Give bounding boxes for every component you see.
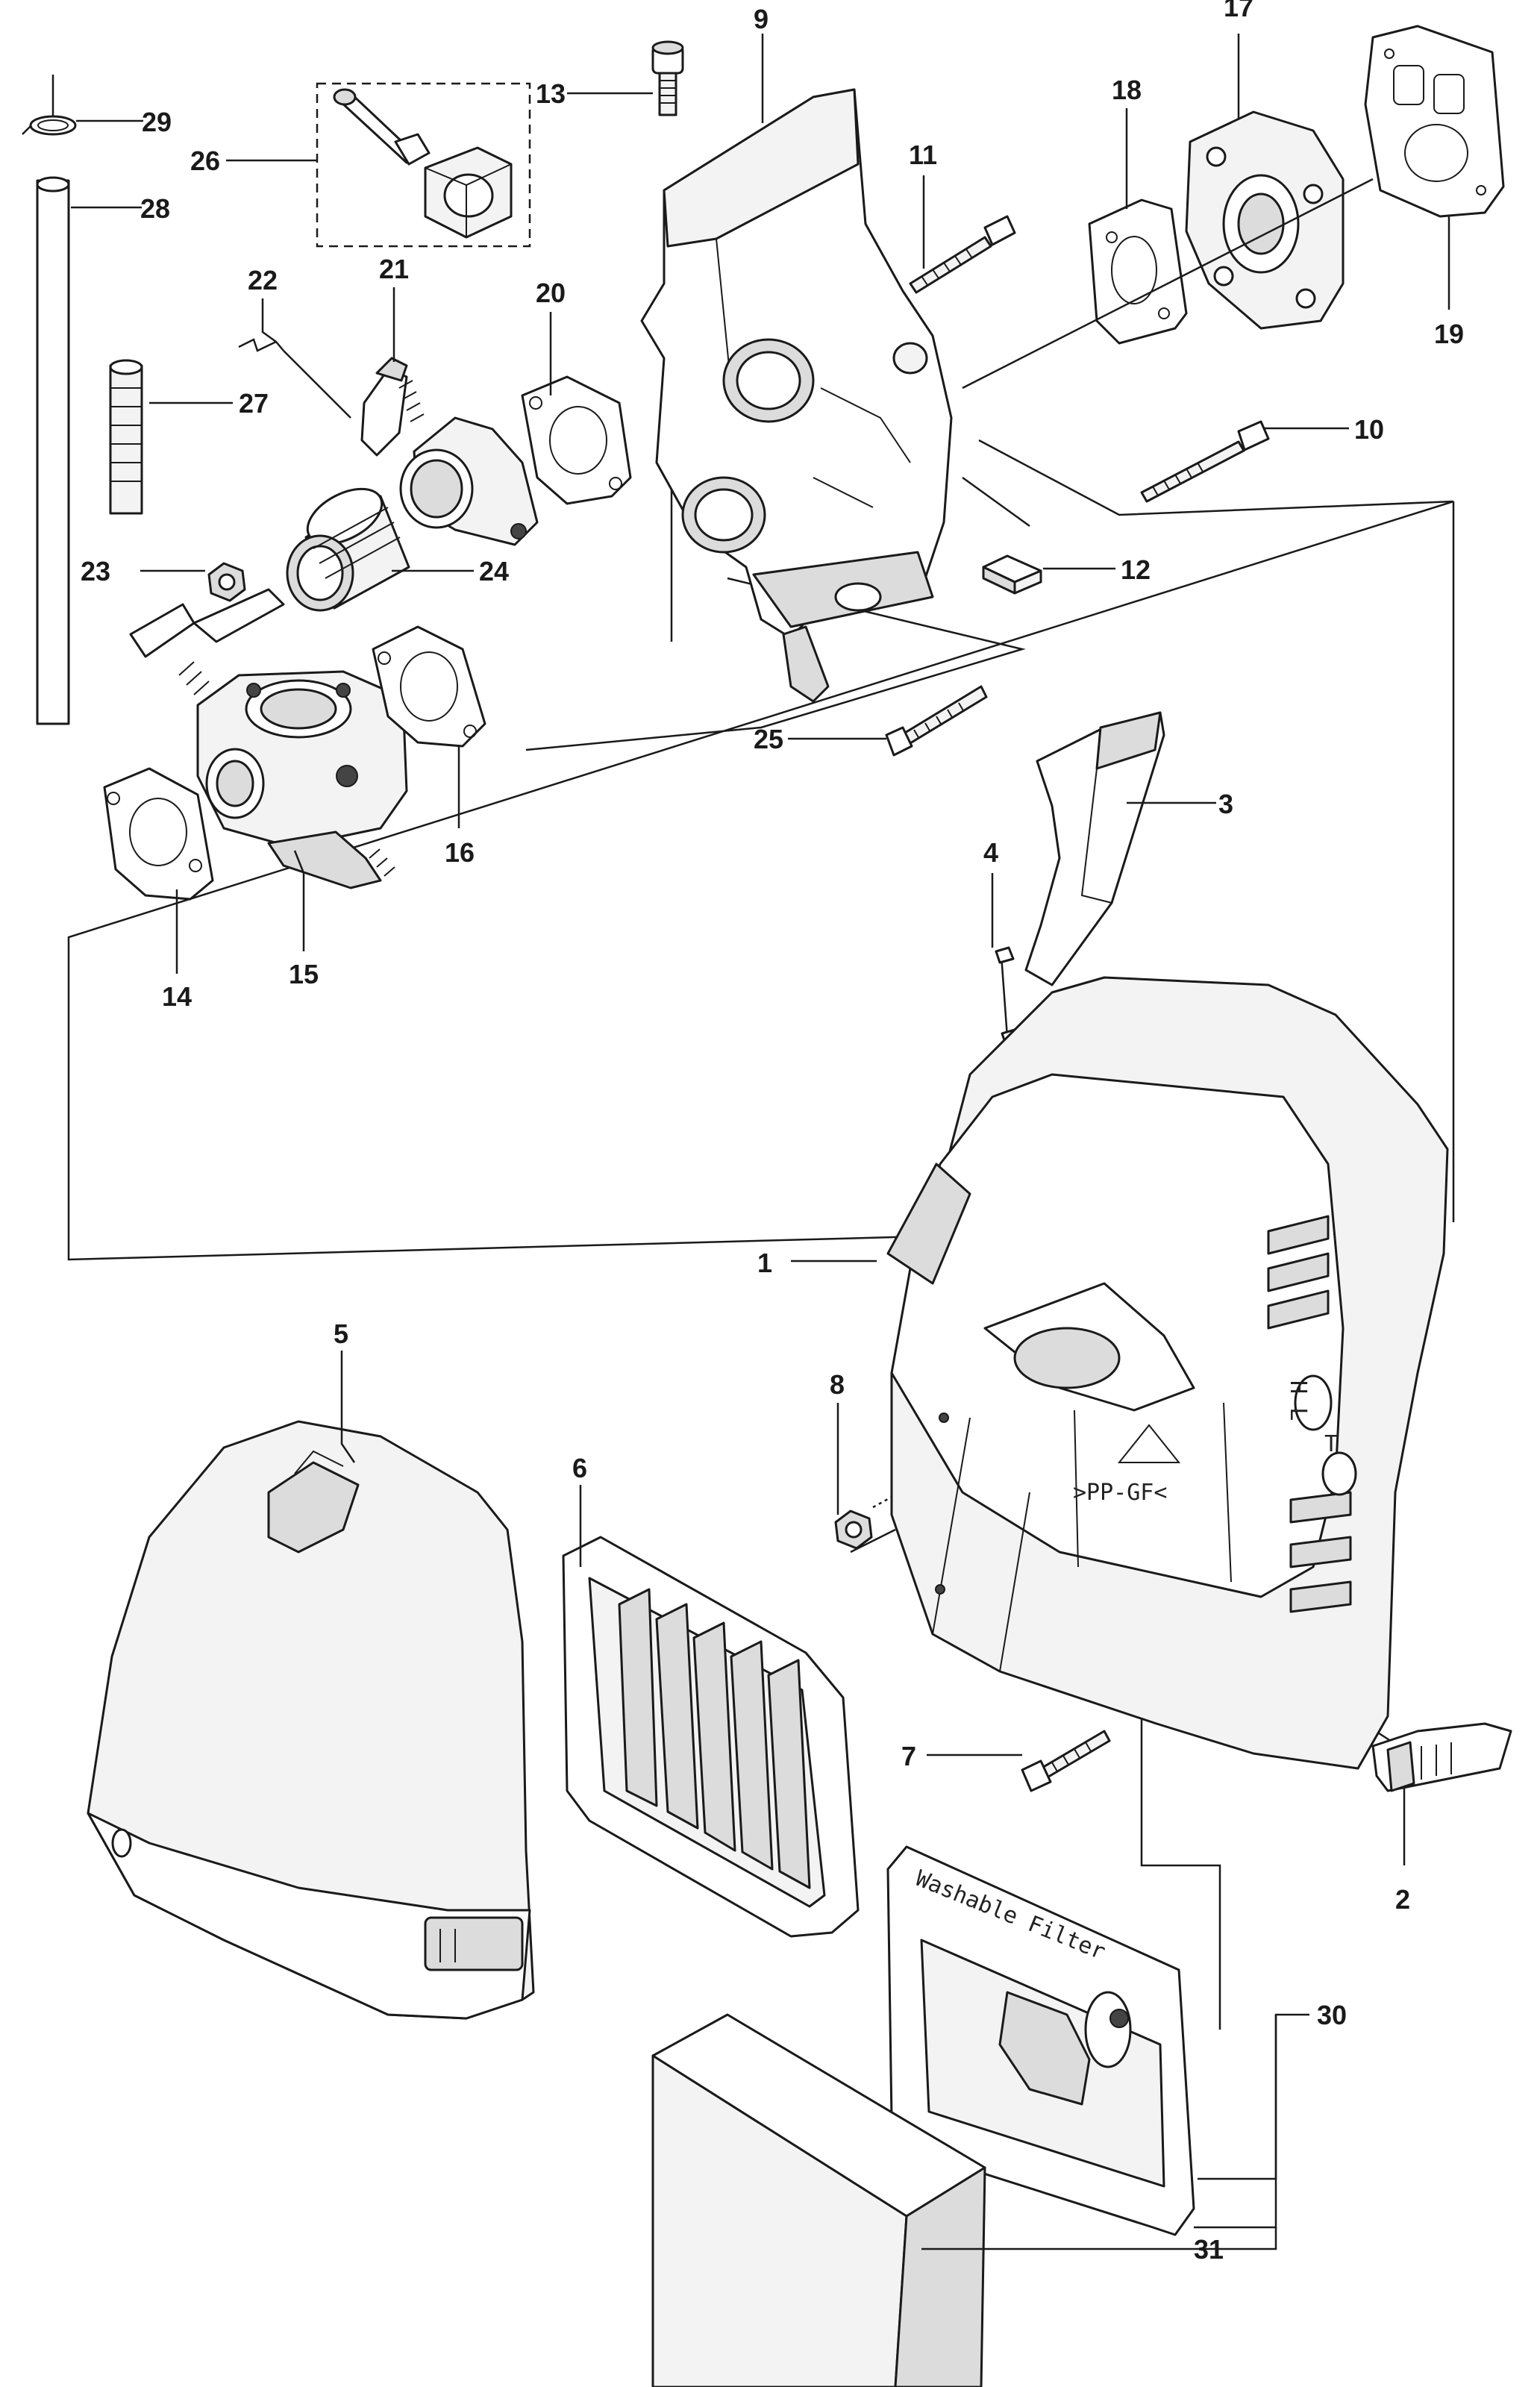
part-26-kit xyxy=(316,82,531,248)
part-5-filter-cover xyxy=(87,1420,535,2020)
part-18-gasket xyxy=(1088,198,1188,345)
callout-5: 5 xyxy=(334,1318,348,1349)
part-20-gasket xyxy=(521,375,632,505)
callout-14: 14 xyxy=(162,981,192,1012)
part-21-adapter xyxy=(360,357,539,546)
callout-27: 27 xyxy=(239,388,269,419)
choke-mark-text: H L xyxy=(1285,1380,1311,1421)
part-10-bolt xyxy=(1140,420,1270,503)
part-31-foam-filter xyxy=(651,2013,986,2387)
callout-7: 7 xyxy=(901,1741,916,1771)
callout-24: 24 xyxy=(479,556,509,586)
callout-16: 16 xyxy=(445,837,475,868)
leader-lines xyxy=(71,34,1450,2250)
callout-2: 2 xyxy=(1395,1884,1410,1915)
callout-18: 18 xyxy=(1112,75,1142,105)
callout-17: 17 xyxy=(1224,0,1253,22)
callout-1: 1 xyxy=(757,1248,772,1278)
part-28-fuel-hose xyxy=(36,176,70,725)
callout-8: 8 xyxy=(830,1369,845,1400)
callout-10: 10 xyxy=(1354,414,1384,445)
part-12-nut xyxy=(982,554,1042,595)
callout-23: 23 xyxy=(81,556,110,586)
part-16-gasket xyxy=(372,625,486,748)
callout-13: 13 xyxy=(536,78,566,109)
callout-12: 12 xyxy=(1121,554,1151,585)
part-23-nut xyxy=(207,562,246,602)
part-27-impulse-hose xyxy=(109,359,143,515)
callout-25: 25 xyxy=(754,724,783,754)
callout-11: 11 xyxy=(909,140,937,170)
callout-15: 15 xyxy=(289,959,319,989)
part-6-air-filter xyxy=(562,1536,860,1938)
callout-labels: 1 2 3 4 5 6 7 8 9 10 11 12 13 14 15 16 1… xyxy=(81,0,1464,2265)
part-2-latch xyxy=(1371,1722,1512,1792)
callout-6: 6 xyxy=(572,1453,587,1483)
callout-3: 3 xyxy=(1218,789,1233,819)
part-13-screw xyxy=(651,40,684,116)
part-9-carburettor-housing xyxy=(640,88,953,703)
callout-4: 4 xyxy=(983,837,998,868)
material-mark-text: >PP-GF< xyxy=(1073,1480,1167,1506)
part-8-nut xyxy=(834,1510,873,1550)
part-3-cover xyxy=(1024,711,1165,986)
callout-22: 22 xyxy=(248,265,278,295)
part-22-link xyxy=(238,338,351,419)
throttle-mark-text: T xyxy=(1324,1431,1338,1457)
part-15-carburettor xyxy=(129,588,408,889)
callout-30: 30 xyxy=(1317,2000,1347,2030)
callout-26: 26 xyxy=(190,146,220,176)
part-25-screw xyxy=(885,685,988,757)
callout-28: 28 xyxy=(140,193,170,224)
callout-19: 19 xyxy=(1434,319,1464,349)
part-11-bolt xyxy=(909,215,1016,294)
part-24-sleeve xyxy=(286,487,410,612)
callout-21: 21 xyxy=(379,254,409,284)
part-7-screw xyxy=(1021,1730,1111,1792)
callout-9: 9 xyxy=(754,4,769,34)
callout-20: 20 xyxy=(536,278,566,308)
part-29-hose-clip xyxy=(22,75,77,136)
part-1-filter-housing: >PP-GF< H L T xyxy=(886,976,1449,1770)
part-17-flange xyxy=(1185,110,1345,330)
part-19-gasket xyxy=(1364,25,1505,218)
callout-31: 31 xyxy=(1194,2234,1224,2265)
part-17-axis-line xyxy=(962,178,1374,390)
part-14-gasket xyxy=(103,767,214,901)
callout-29: 29 xyxy=(142,107,172,137)
